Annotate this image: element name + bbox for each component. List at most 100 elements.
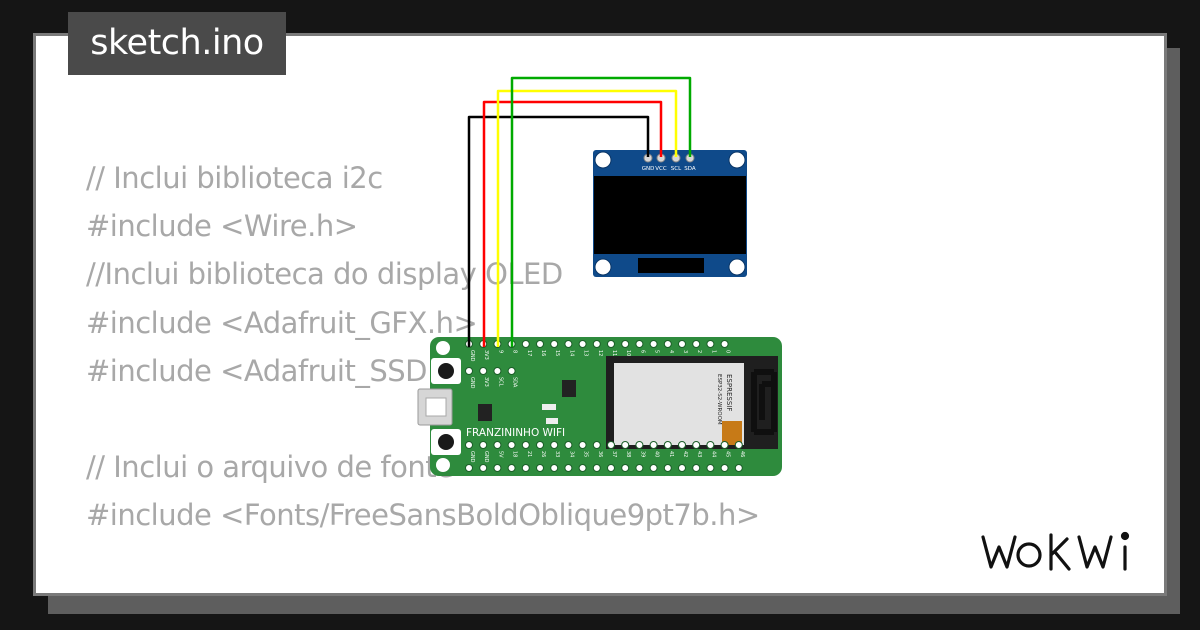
oled-mount-hole	[728, 151, 746, 169]
header-pin[interactable]	[521, 340, 530, 348]
wire-vcc	[482, 100, 663, 347]
header-pin[interactable]	[663, 340, 672, 348]
header-pin[interactable]	[663, 464, 672, 472]
antenna-trace	[751, 369, 777, 435]
smd-component	[546, 418, 558, 424]
header-pin[interactable]	[607, 464, 615, 472]
header-pin[interactable]	[663, 441, 672, 449]
header-pin[interactable]	[507, 367, 516, 375]
header-pin-label: 34	[568, 451, 574, 457]
header-pin[interactable]	[692, 340, 701, 348]
header-pin[interactable]	[706, 340, 715, 348]
header-pin-label: 26	[540, 451, 546, 457]
header-pin[interactable]	[607, 340, 615, 348]
header-pin[interactable]	[536, 464, 544, 472]
header-pin[interactable]	[592, 340, 601, 348]
header-pin[interactable]	[734, 464, 743, 472]
header-pin[interactable]	[720, 340, 729, 348]
wire-gnd	[467, 115, 650, 347]
header-pin[interactable]	[578, 340, 587, 348]
header-pin[interactable]	[564, 340, 573, 348]
oled-mount-hole	[594, 258, 612, 276]
header-pin-label: 8	[512, 350, 518, 353]
header-pin[interactable]	[550, 441, 559, 449]
header-pin[interactable]	[706, 464, 715, 472]
header-pin[interactable]	[550, 340, 559, 348]
header-pin[interactable]	[649, 340, 658, 348]
header-pin-label: 5	[654, 350, 660, 353]
header-pin-label: 14	[568, 350, 574, 356]
header-pin-label: 2	[696, 350, 702, 353]
header-pin[interactable]	[465, 367, 473, 375]
oled-pin-label: VCC	[655, 166, 667, 172]
board-mount-hole	[436, 458, 450, 472]
header-pin-label: 41	[668, 451, 674, 457]
header-pin[interactable]	[607, 441, 615, 449]
header-pin[interactable]	[564, 441, 573, 449]
header-pin[interactable]	[507, 441, 516, 449]
header-pin[interactable]	[493, 464, 502, 472]
header-pin[interactable]	[479, 441, 488, 449]
header-pin-label: 13	[583, 350, 589, 356]
header-pin[interactable]	[635, 340, 644, 348]
header-pin[interactable]	[649, 441, 658, 449]
header-pin[interactable]	[692, 464, 701, 472]
header-pin[interactable]	[720, 464, 729, 472]
header-pin[interactable]	[678, 441, 686, 449]
header-pin[interactable]	[465, 464, 473, 472]
project-title: sketch.ino	[68, 12, 286, 75]
header-pin[interactable]	[649, 464, 658, 472]
header-pin-label: 12	[597, 350, 603, 356]
header-pin[interactable]	[521, 441, 530, 449]
header-pin[interactable]	[479, 367, 488, 375]
header-pin[interactable]	[493, 367, 502, 375]
franzininho-board: ESPRESSIF ESP32-S2-WROOM FRANZININHO WIF…	[417, 337, 782, 476]
header-pin[interactable]	[507, 464, 516, 472]
code-line: #include <Wire.h>	[86, 209, 358, 244]
header-pin[interactable]	[706, 441, 715, 449]
board-mount-hole	[436, 341, 450, 355]
header-pin-label: 18	[512, 451, 518, 457]
header-pin-label: 15	[554, 350, 560, 356]
header-pin-label: 9	[497, 350, 503, 353]
oled-screen	[594, 176, 746, 254]
header-pin[interactable]	[720, 441, 729, 449]
header-pin[interactable]	[578, 441, 587, 449]
header-pin-label: SDA	[512, 377, 518, 388]
header-pin[interactable]	[536, 441, 544, 449]
header-pin[interactable]	[621, 340, 630, 348]
wokwi-logo	[981, 531, 1130, 571]
code-line: // Inclui o arquivo de fonte	[86, 450, 454, 485]
header-pin[interactable]	[678, 340, 686, 348]
header-pin[interactable]	[479, 464, 488, 472]
header-pin[interactable]	[521, 464, 530, 472]
header-pin[interactable]	[550, 464, 559, 472]
header-pin-label: 11	[611, 350, 617, 356]
header-pin[interactable]	[734, 441, 743, 449]
code-line: #include <Fonts/FreeSansBoldOblique9pt7b…	[86, 498, 760, 533]
header-pin[interactable]	[621, 464, 630, 472]
header-pin-label: 46	[739, 451, 745, 457]
header-pin[interactable]	[465, 441, 473, 449]
header-pin-label: 33	[554, 451, 560, 457]
ic-chip	[478, 404, 492, 421]
header-pin[interactable]	[592, 441, 601, 449]
header-pin-label: 38	[625, 451, 631, 457]
header-pin[interactable]	[564, 464, 573, 472]
header-pin[interactable]	[536, 340, 544, 348]
header-pin[interactable]	[578, 464, 587, 472]
header-pin-label: GND	[469, 377, 475, 389]
header-pin[interactable]	[692, 441, 701, 449]
header-pin[interactable]	[678, 464, 686, 472]
oled-ribbon	[638, 258, 704, 273]
header-pin-label: 35	[583, 451, 589, 457]
header-pin[interactable]	[635, 464, 644, 472]
header-pin[interactable]	[621, 441, 630, 449]
header-pin[interactable]	[592, 464, 601, 472]
header-pin[interactable]	[493, 441, 502, 449]
header-pin[interactable]	[635, 441, 644, 449]
header-pin-label: 6	[639, 350, 645, 353]
header-pin-label: 44	[710, 451, 716, 457]
